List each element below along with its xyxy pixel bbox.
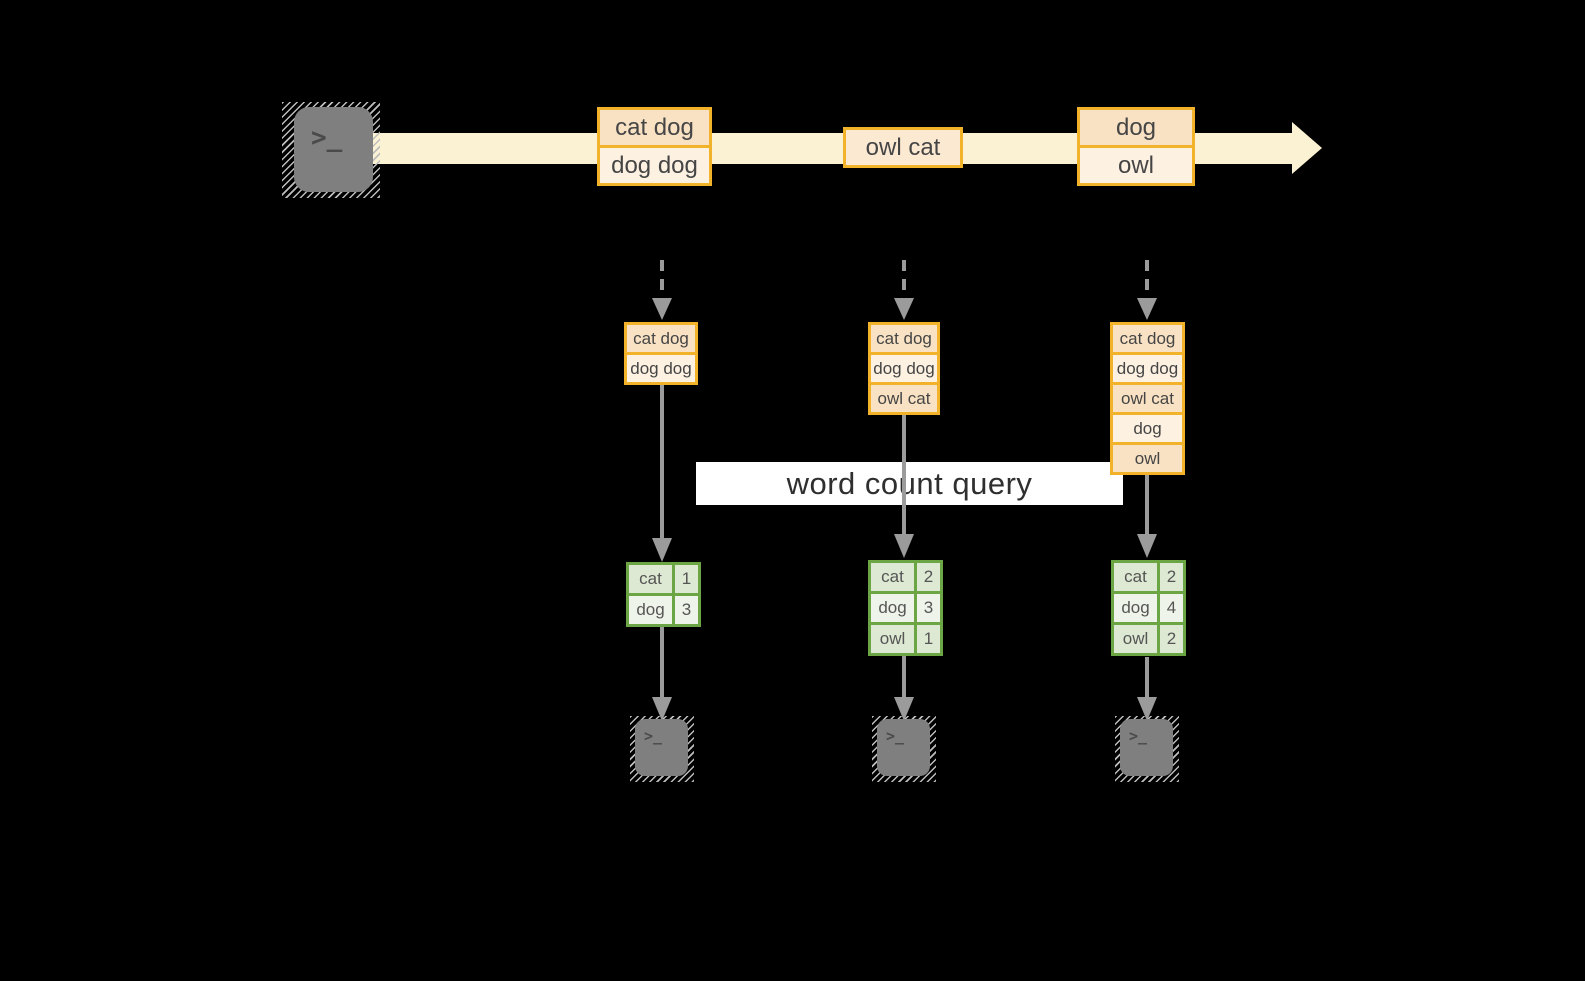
state-row: cat dog: [871, 325, 937, 352]
solid-down-arrow-icon: [1137, 657, 1157, 721]
result-word-cell: owl: [871, 625, 914, 653]
batch-row: dog: [1080, 110, 1192, 145]
batch-row: owl cat: [846, 130, 960, 165]
result-count-cell: 1: [917, 625, 940, 653]
state-row: owl cat: [1113, 385, 1182, 412]
batch-row: dog dog: [600, 148, 709, 183]
result-word-cell: dog: [1114, 594, 1157, 622]
dashed-down-arrow-icon: [894, 260, 914, 320]
state-row: cat dog: [627, 325, 695, 352]
solid-down-arrow-icon: [894, 656, 914, 721]
solid-down-arrow-icon: [894, 414, 914, 558]
query-label: word count query: [786, 465, 1033, 501]
result-word-cell: cat: [629, 565, 672, 593]
state-row: dog: [1113, 415, 1182, 442]
result-count-cell: 2: [1160, 625, 1183, 653]
state-row: dog dog: [627, 355, 695, 382]
state-row: dog dog: [1113, 355, 1182, 382]
result-word-cell: owl: [1114, 625, 1157, 653]
terminal-prompt-icon: >_: [886, 727, 905, 745]
sink-terminal-icon-2: >_: [872, 716, 936, 782]
state-row: owl cat: [871, 385, 937, 412]
result-word-cell: dog: [629, 596, 672, 624]
state-box-2: cat dog dog dog owl cat: [868, 322, 940, 415]
state-box-1: cat dog dog dog: [624, 322, 698, 385]
sink-terminal-icon-1: >_: [630, 716, 694, 782]
query-label-band: word count query: [696, 462, 1123, 505]
stream-batch-box-2: owl cat: [843, 127, 963, 168]
solid-down-arrow-icon: [1137, 475, 1157, 558]
terminal-screen: >_: [294, 107, 373, 192]
stream-batch-box-3: dog owl: [1077, 107, 1195, 186]
result-row: dog 4: [1114, 594, 1183, 622]
result-word-cell: cat: [871, 563, 914, 591]
result-count-cell: 4: [1160, 594, 1183, 622]
result-count-cell: 3: [675, 596, 698, 624]
state-row: cat dog: [1113, 325, 1182, 352]
result-row: owl 1: [871, 625, 940, 653]
result-count-cell: 2: [917, 563, 940, 591]
terminal-prompt-icon: >_: [311, 123, 343, 153]
sink-terminal-icon-3: >_: [1115, 716, 1179, 782]
stream-batch-box-1: cat dog dog dog: [597, 107, 712, 186]
state-row: owl: [1113, 445, 1182, 472]
terminal-prompt-icon: >_: [1129, 727, 1148, 745]
state-row: dog dog: [871, 355, 937, 382]
result-row: owl 2: [1114, 625, 1183, 653]
result-row: cat 2: [871, 563, 940, 591]
input-stream-arrowhead-icon: [1292, 122, 1322, 174]
result-word-cell: cat: [1114, 563, 1157, 591]
result-table-3: cat 2 dog 4 owl 2: [1111, 560, 1186, 656]
result-row: dog 3: [871, 594, 940, 622]
result-row: cat 1: [629, 565, 698, 593]
terminal-screen: >_: [1120, 719, 1173, 776]
result-table-1: cat 1 dog 3: [626, 562, 701, 627]
solid-down-arrow-icon: [652, 385, 672, 562]
solid-down-arrow-icon: [652, 627, 672, 721]
result-row: dog 3: [629, 596, 698, 624]
result-table-2: cat 2 dog 3 owl 1: [868, 560, 943, 656]
dashed-down-arrow-icon: [652, 260, 672, 320]
batch-row: cat dog: [600, 110, 709, 145]
terminal-prompt-icon: >_: [644, 727, 663, 745]
result-word-cell: dog: [871, 594, 914, 622]
result-row: cat 2: [1114, 563, 1183, 591]
source-terminal-icon: >_: [282, 102, 380, 198]
result-count-cell: 1: [675, 565, 698, 593]
result-count-cell: 3: [917, 594, 940, 622]
terminal-screen: >_: [877, 719, 930, 776]
terminal-screen: >_: [635, 719, 688, 776]
result-count-cell: 2: [1160, 563, 1183, 591]
dashed-down-arrow-icon: [1137, 260, 1157, 320]
state-box-3: cat dog dog dog owl cat dog owl: [1110, 322, 1185, 475]
batch-row: owl: [1080, 148, 1192, 183]
